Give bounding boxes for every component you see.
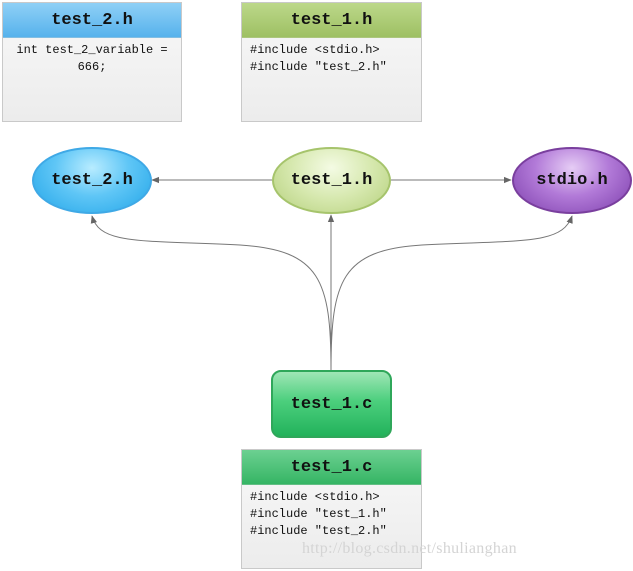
file-card-test2-h: test_2.h int test_2_variable = 666; bbox=[2, 2, 182, 122]
card-code-line: #include <stdio.h> bbox=[250, 490, 380, 504]
card-code-line: #include "test_2.h" bbox=[250, 524, 387, 538]
card-code-block: #include <stdio.h> #include "test_1.h" #in… bbox=[242, 485, 421, 544]
file-card-test1-c: test_1.c #include <stdio.h> #include "tes… bbox=[241, 449, 422, 569]
edge-test1c-to-stdioh bbox=[330, 215, 573, 371]
edge-test1c-to-test2h bbox=[90, 215, 332, 371]
watermark-text: http://blog.csdn.net/shulianghan bbox=[302, 540, 517, 557]
card-title: test_1.c bbox=[242, 450, 421, 485]
card-title: test_1.h bbox=[242, 3, 421, 38]
card-code-line: #include "test_2.h" bbox=[250, 60, 387, 74]
file-card-test1-h: test_1.h #include <stdio.h> #include "tes… bbox=[241, 2, 422, 122]
card-code-block: #include <stdio.h> #include "test_2.h" bbox=[242, 38, 421, 80]
card-code-line: #include "test_1.h" bbox=[250, 507, 387, 521]
card-code-line: int test_2_variable = 666; bbox=[16, 43, 168, 74]
node-test1-h: test_1.h bbox=[272, 147, 391, 214]
node-test1-c: test_1.c bbox=[271, 370, 392, 438]
node-stdio-h: stdio.h bbox=[512, 147, 632, 214]
node-test2-h: test_2.h bbox=[32, 147, 152, 214]
card-title: test_2.h bbox=[3, 3, 181, 38]
card-code-line: #include <stdio.h> bbox=[250, 43, 380, 57]
